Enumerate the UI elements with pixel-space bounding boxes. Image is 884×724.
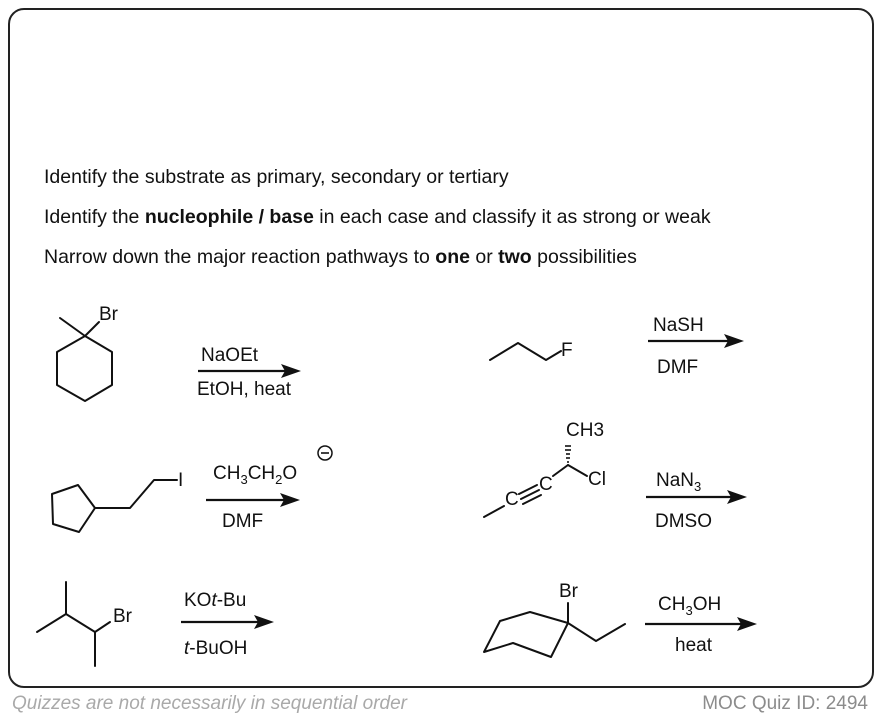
arrow-5-head bbox=[254, 615, 274, 629]
instruction-3-pre: Narrow down the major reaction pathways … bbox=[44, 246, 436, 268]
reagent-5-bottom: t-BuOH bbox=[184, 638, 247, 659]
quiz-card bbox=[8, 8, 874, 688]
reaction-4: C C CH3 Cl NaN3 DMSO bbox=[483, 420, 747, 532]
reaction-6: Br CH3OH heat bbox=[483, 581, 757, 658]
triple-bond-2 bbox=[520, 489, 540, 500]
cyclohexane-ring bbox=[56, 335, 113, 402]
reaction-2: F NaSH DMF bbox=[489, 315, 744, 378]
instruction-2-pre: Identify the bbox=[44, 206, 145, 228]
reaction-3: I CH3CH2O DMF bbox=[51, 445, 333, 533]
chlorine-label: Cl bbox=[588, 469, 606, 490]
quiz-id: MOC Quiz ID: 2494 bbox=[702, 693, 868, 714]
ethyl-group bbox=[567, 622, 626, 642]
instruction-2-bold: nucleophile / base bbox=[144, 206, 314, 228]
propyl-chain bbox=[489, 342, 562, 361]
arrow-1-head bbox=[281, 364, 301, 378]
reaction-5: Br KOt-Bu t-BuOH bbox=[36, 581, 274, 667]
reagent-2-bottom: DMF bbox=[657, 357, 698, 378]
instruction-3: Narrow down the major reaction pathways … bbox=[44, 246, 637, 269]
c-stereocenter-bond bbox=[552, 464, 569, 477]
instruction-1-text: Identify the substrate as primary, secon… bbox=[44, 166, 509, 188]
instruction-2-post: in each case and classify it as strong o… bbox=[313, 206, 711, 228]
methyl-bond bbox=[59, 317, 86, 337]
iodine-label: I bbox=[178, 470, 183, 491]
methyl-label: CH3 bbox=[566, 420, 604, 441]
reagent-6-bottom: heat bbox=[675, 635, 713, 656]
reagent-1-bottom: EtOH, heat bbox=[197, 379, 292, 400]
arrow-6-head bbox=[737, 617, 757, 631]
alkyne-carbon-2: C bbox=[539, 474, 553, 495]
instruction-3-bold-two: two bbox=[498, 246, 532, 268]
reagent-3-top: CH3CH2O bbox=[213, 463, 297, 487]
alkyne-carbon-1: C bbox=[505, 489, 519, 510]
bromine-label: Br bbox=[99, 304, 119, 325]
reagent-1-top: NaOEt bbox=[201, 345, 259, 366]
reagent-6-top: CH3OH bbox=[658, 594, 721, 618]
alkyne-methyl-bond bbox=[483, 505, 505, 518]
arrow-2-head bbox=[724, 334, 744, 348]
c-br-bond-5 bbox=[94, 621, 111, 633]
triple-bond-1 bbox=[518, 484, 538, 495]
chair-cyclohexane bbox=[483, 611, 569, 658]
footer-disclaimer: Quizzes are not necessarily in sequentia… bbox=[12, 693, 407, 714]
c-br-bond bbox=[84, 321, 100, 337]
arrow-3-head bbox=[280, 493, 300, 507]
arrow-4-head bbox=[727, 490, 747, 504]
instruction-2: Identify the nucleophile / base in each … bbox=[44, 206, 711, 229]
reagent-2-top: NaSH bbox=[653, 315, 704, 336]
reagent-4-top: NaN3 bbox=[656, 470, 701, 494]
reagent-5-top: KOt-Bu bbox=[184, 590, 246, 611]
instruction-3-mid: or bbox=[469, 246, 499, 268]
reaction-1: Br NaOEt EtOH, heat bbox=[56, 304, 301, 402]
c-cl-bond bbox=[567, 464, 588, 477]
ethyl-chain bbox=[94, 479, 178, 509]
triple-bond-3 bbox=[522, 494, 542, 505]
reagent-4-bottom: DMSO bbox=[655, 511, 712, 532]
reagent-3-bottom: DMF bbox=[222, 511, 263, 532]
cyclopentane-ring bbox=[51, 484, 96, 533]
bromine-label-5: Br bbox=[113, 606, 133, 627]
instruction-1: Identify the substrate as primary, secon… bbox=[44, 166, 509, 189]
instruction-3-bold-one: one bbox=[435, 246, 470, 268]
bromine-label-6: Br bbox=[559, 581, 579, 602]
instruction-3-post: possibilities bbox=[531, 246, 637, 268]
hashed-wedge bbox=[565, 445, 571, 463]
isopropyl-branch bbox=[36, 613, 96, 633]
fluorine-label: F bbox=[561, 340, 573, 361]
negative-charge-circle bbox=[317, 445, 333, 461]
